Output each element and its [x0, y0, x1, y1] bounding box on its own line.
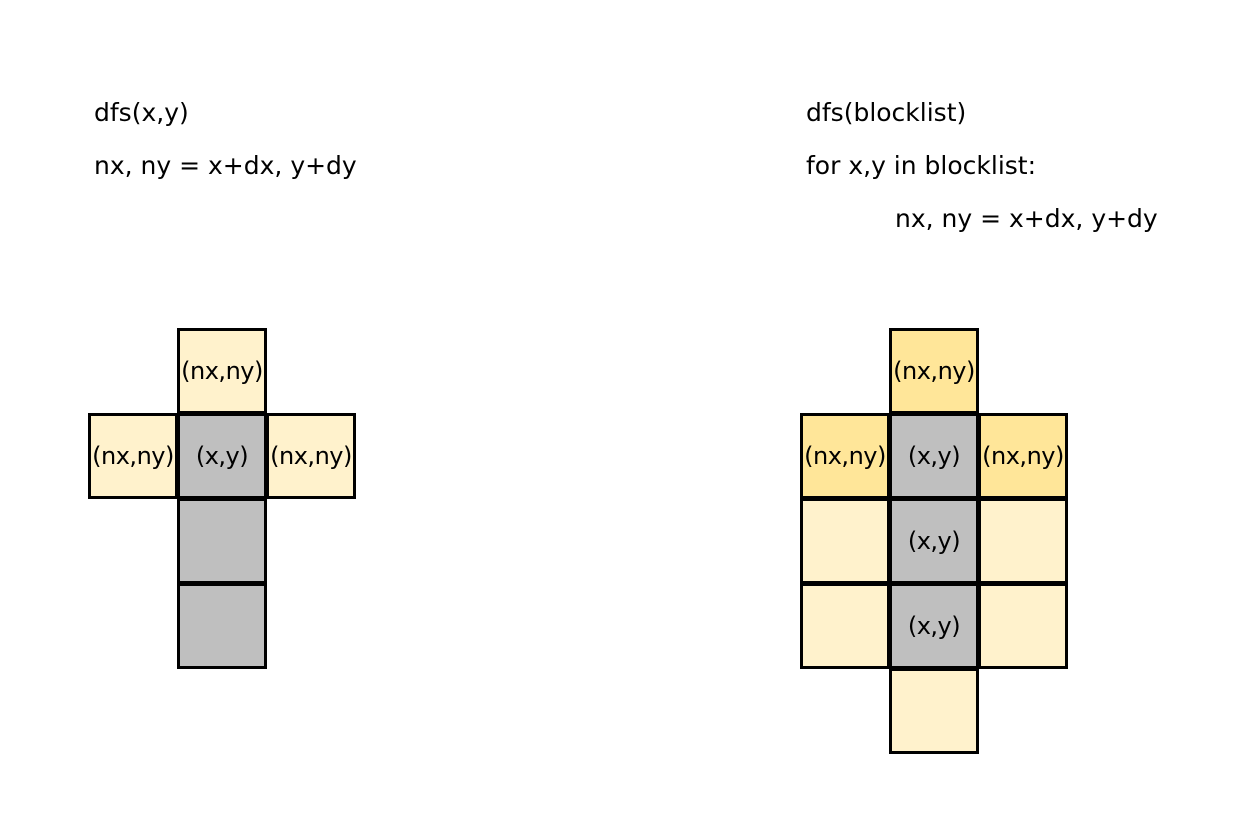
right-cell-neighbor [800, 583, 890, 669]
right-cell-neighbor [978, 498, 1068, 584]
right-cell-neighbor [800, 498, 890, 584]
left-cell-current: (x,y) [177, 413, 267, 499]
right-code-line-3: nx, ny = x+dx, y+dy [895, 204, 1158, 233]
right-cell-current: (x,y) [889, 498, 979, 584]
right-code-line-2: for x,y in blocklist: [806, 151, 1037, 180]
right-cell-right-neighbor: (nx,ny) [978, 413, 1068, 499]
left-cell-block [177, 498, 267, 584]
right-cell-left-neighbor: (nx,ny) [800, 413, 890, 499]
left-code-line-2: nx, ny = x+dx, y+dy [94, 151, 357, 180]
left-cell-right-neighbor: (nx,ny) [266, 413, 356, 499]
left-cell-block [177, 583, 267, 669]
right-code-line-1: dfs(blocklist) [806, 98, 967, 127]
right-cell-current: (x,y) [889, 583, 979, 669]
left-cell-left-neighbor: (nx,ny) [88, 413, 178, 499]
right-cell-top-neighbor: (nx,ny) [889, 328, 979, 414]
left-cell-top-neighbor: (nx,ny) [177, 328, 267, 414]
right-cell-bottom-neighbor [889, 668, 979, 754]
left-code-line-1: dfs(x,y) [94, 98, 189, 127]
right-cell-neighbor [978, 583, 1068, 669]
right-cell-current: (x,y) [889, 413, 979, 499]
